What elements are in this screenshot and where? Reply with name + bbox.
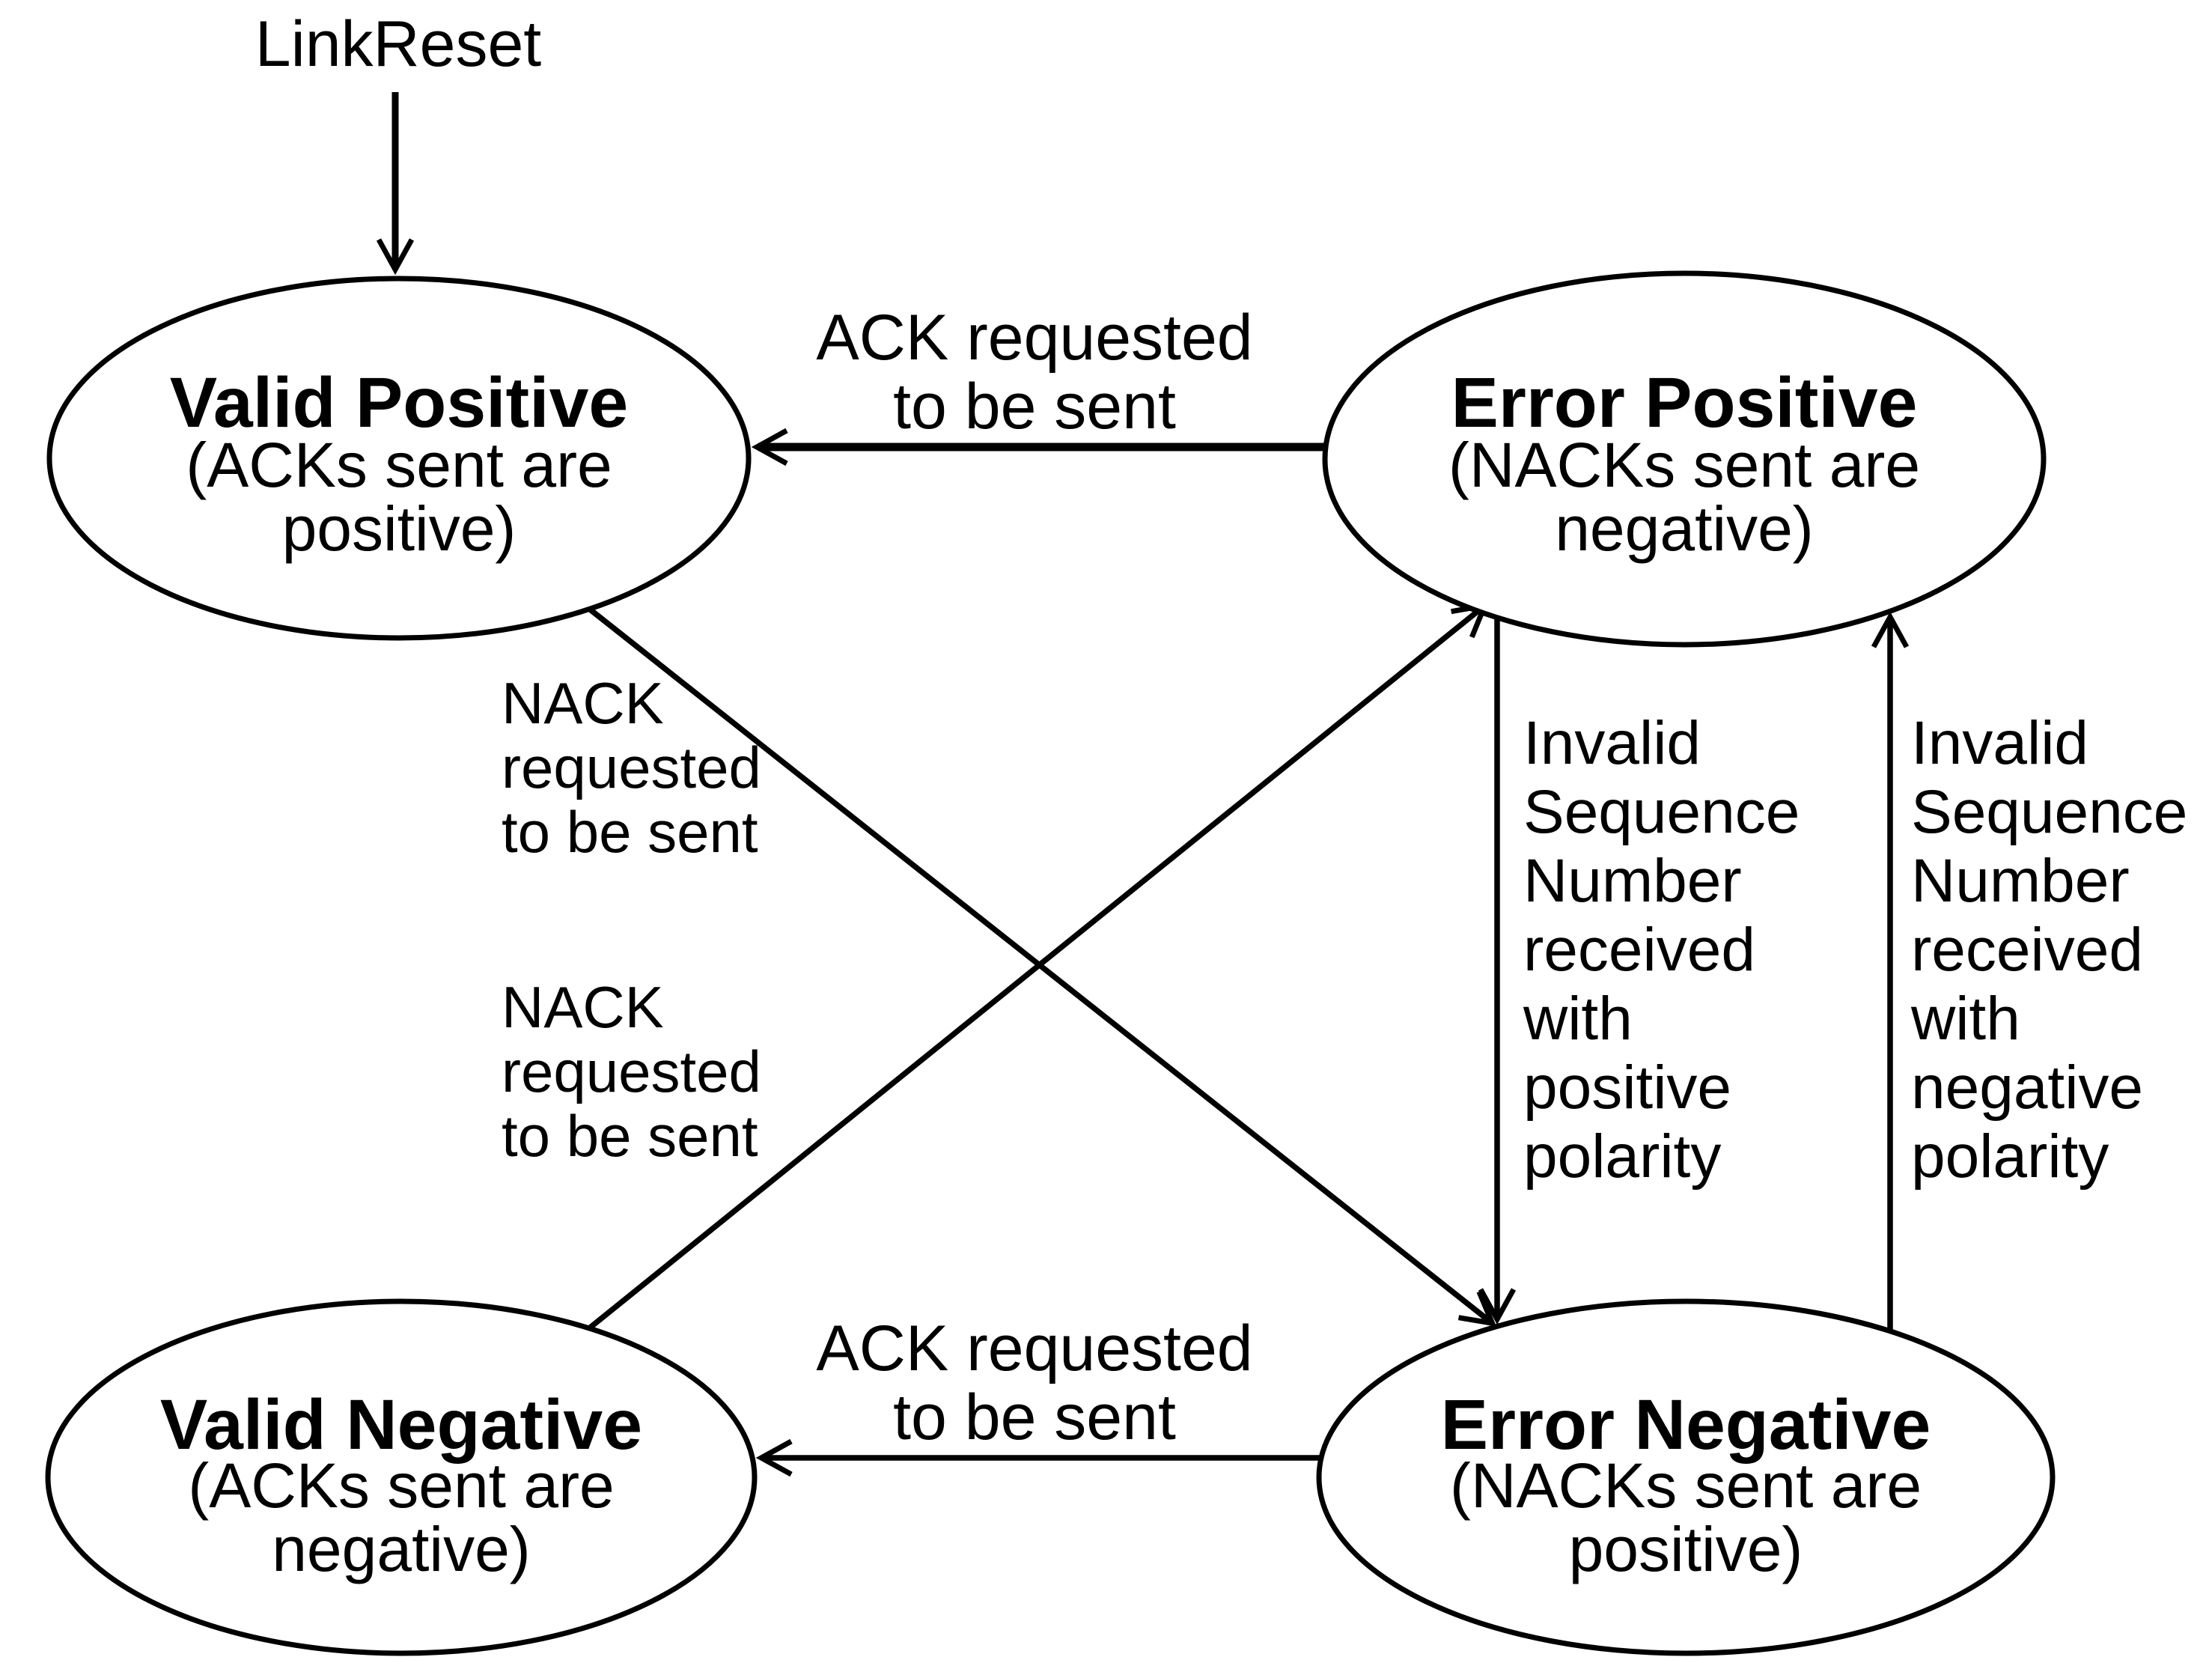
entry-transition: LinkReset (255, 8, 542, 276)
valid-positive-sub1: (ACKs sent are (186, 430, 612, 500)
transition-isn-positive: Invalid Sequence Number received with po… (1478, 619, 1800, 1325)
nack-upper-label-line2: requested (502, 735, 761, 800)
error-positive-sub1: (NACKs sent are (1448, 430, 1920, 500)
isn-negative-label: Invalid Sequence Number received with ne… (1910, 709, 2187, 1191)
transition-nack-upper: NACK requested to be sent (502, 606, 1497, 1327)
entry-label: LinkReset (255, 8, 542, 80)
isn-positive-line6: positive (1523, 1054, 1731, 1122)
ack-bottom-label-line2: to be sent (893, 1381, 1176, 1453)
nack-upper-label-line1: NACK (502, 670, 664, 736)
isn-positive-line4: received (1523, 916, 1755, 984)
state-valid-negative: Valid Negative (ACKs sent are negative) (45, 1298, 758, 1656)
error-negative-ellipse (1316, 1298, 2056, 1656)
isn-positive-line2: Sequence (1523, 778, 1800, 846)
valid-positive-title: Valid Positive (170, 363, 629, 443)
error-negative-sub1: (NACKs sent are (1450, 1450, 1922, 1521)
transition-isn-negative: Invalid Sequence Number received with ne… (1871, 611, 2187, 1330)
isn-negative-line2: Sequence (1911, 778, 2187, 846)
nack-upper-label-line3: to be sent (502, 799, 758, 865)
error-positive-title: Error Positive (1451, 363, 1917, 443)
ack-bottom-label-line1: ACK requested (816, 1313, 1252, 1384)
isn-negative-line3: Number (1911, 847, 2130, 915)
transition-ack-bottom: ACK requested to be sent (755, 1313, 1321, 1477)
valid-negative-title: Valid Negative (160, 1385, 642, 1465)
error-negative-title: Error Negative (1441, 1385, 1931, 1465)
valid-positive-ellipse (46, 276, 752, 641)
isn-positive-line3: Number (1523, 847, 1742, 915)
valid-negative-ellipse (45, 1298, 758, 1656)
error-positive-ellipse (1322, 270, 2047, 648)
isn-negative-line1: Invalid (1911, 709, 2088, 777)
isn-negative-line7: polarity (1911, 1122, 2109, 1191)
nack-lower-label-line2: requested (502, 1039, 761, 1104)
ack-top-label-line2: to be sent (893, 371, 1176, 443)
valid-negative-sub1: (ACKs sent are (188, 1450, 615, 1521)
transition-nack-lower: NACK requested to be sent (502, 602, 1490, 1331)
isn-negative-line4: received (1911, 916, 2143, 984)
valid-positive-sub2: positive) (282, 493, 517, 564)
nack-lower-label-line1: NACK (502, 974, 664, 1040)
isn-positive-label: Invalid Sequence Number received with po… (1523, 709, 1800, 1191)
error-negative-sub2: positive) (1569, 1514, 1803, 1584)
valid-negative-sub2: negative) (272, 1514, 531, 1584)
isn-negative-line5: with (1910, 985, 2020, 1053)
state-error-positive: Error Positive (NACKs sent are negative) (1322, 270, 2047, 648)
state-error-negative: Error Negative (NACKs sent are positive) (1316, 1298, 2056, 1656)
transition-ack-top: ACK requested to be sent (751, 302, 1326, 466)
isn-negative-line6: negative (1911, 1054, 2143, 1122)
nack-lower-label-line3: to be sent (502, 1103, 758, 1169)
error-positive-sub2: negative) (1555, 493, 1814, 564)
isn-positive-line1: Invalid (1523, 709, 1701, 777)
isn-positive-line7: polarity (1523, 1122, 1721, 1191)
isn-positive-line5: with (1523, 985, 1633, 1053)
nack-lower-arrow (587, 602, 1490, 1331)
ack-top-label-line1: ACK requested (816, 302, 1252, 374)
state-valid-positive: Valid Positive (ACKs sent are positive) (46, 276, 752, 641)
